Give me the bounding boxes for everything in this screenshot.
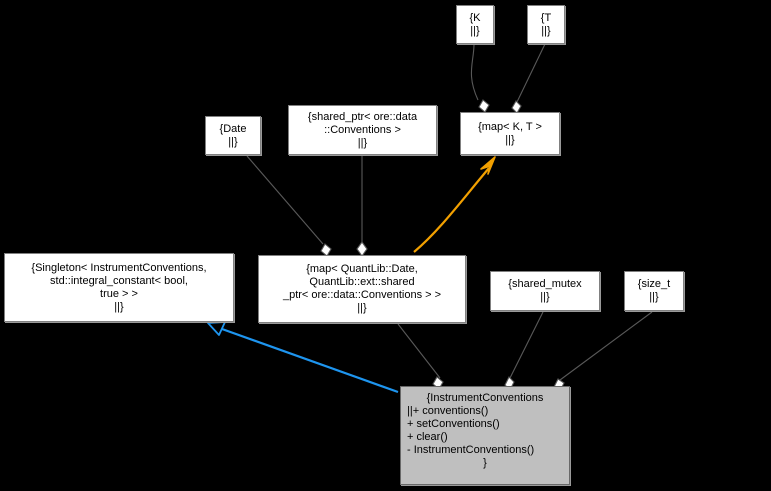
node-map-date-conventions-line-0: {map< QuantLib::Date, <box>306 263 418 275</box>
node-date[interactable]: {Date ||} <box>205 116 261 155</box>
node-instrument-conventions-line-1: ||+ conventions() <box>407 405 489 417</box>
node-date-line-0: {Date <box>219 122 247 135</box>
node-singleton[interactable]: {Singleton< InstrumentConventions, std::… <box>4 253 234 322</box>
node-k-param-line-1: ||} <box>470 24 480 37</box>
edge-k-to-map <box>470 43 479 101</box>
node-k-param-line-0: {K <box>469 11 481 24</box>
inheritance-arrowhead <box>207 321 226 336</box>
node-instrument-conventions-line-5: } <box>483 457 487 469</box>
edge-date-to-map-date <box>246 155 324 245</box>
node-instrument-conventions[interactable]: {InstrumentConventions ||+ conventions()… <box>400 386 570 485</box>
aggregation-diamond-sharedptr <box>356 241 368 257</box>
node-t-param[interactable]: {T ||} <box>527 5 565 44</box>
node-singleton-line-0: {Singleton< InstrumentConventions, <box>31 261 207 274</box>
template-arrowhead <box>480 156 496 175</box>
node-instrument-conventions-line-3: + clear() <box>407 431 448 443</box>
edge-size-t-to-focus <box>559 311 653 381</box>
node-shared-ptr-conventions-line-2: ||} <box>357 136 368 149</box>
node-singleton-line-1: std::integral_constant< bool, <box>50 274 188 287</box>
node-t-param-line-1: ||} <box>541 24 551 37</box>
node-map-k-t-line-0: {map< K, T > <box>478 120 542 133</box>
node-shared-ptr-conventions-line-1: ::Conventions > <box>324 123 401 136</box>
edge-inheritance-to-singleton <box>221 327 399 394</box>
node-shared-mutex-line-1: ||} <box>540 291 550 303</box>
node-k-param[interactable]: {K ||} <box>456 5 494 44</box>
node-map-date-conventions-line-1: QuantLib::ext::shared <box>309 276 415 288</box>
node-instrument-conventions-line-4: - InstrumentConventions() <box>407 444 535 456</box>
node-date-line-1: ||} <box>228 135 238 148</box>
node-map-date-conventions-line-2: _ptr< ore::data::Conventions > > <box>282 289 442 301</box>
node-map-date-conventions-line-3: ||} <box>357 302 367 314</box>
node-shared-ptr-conventions-line-0: {shared_ptr< ore::data <box>307 110 418 123</box>
node-map-k-t-line-1: ||} <box>505 133 515 146</box>
aggregation-diamond-k <box>478 99 490 113</box>
node-singleton-line-3: ||} <box>114 300 124 313</box>
node-shared-mutex[interactable]: {shared_mutex ||} <box>490 271 600 311</box>
node-map-k-t[interactable]: {map< K, T > ||} <box>460 112 560 155</box>
node-instrument-conventions-line-2: + setConventions() <box>407 418 500 430</box>
edge-template-instantiation <box>413 167 490 253</box>
node-singleton-line-2: true > > <box>100 287 138 300</box>
node-size-t[interactable]: {size_t ||} <box>624 271 684 311</box>
node-t-param-line-0: {T <box>540 11 552 24</box>
node-shared-mutex-line-0: {shared_mutex <box>508 278 582 290</box>
edge-map-date-to-focus <box>397 323 441 379</box>
node-size-t-line-0: {size_t <box>637 278 671 290</box>
edge-t-to-map <box>516 43 546 103</box>
node-map-date-conventions[interactable]: {map< QuantLib::Date, QuantLib::ext::sha… <box>258 255 466 323</box>
node-size-t-line-1: ||} <box>649 291 659 303</box>
edge-shared-mutex-to-focus <box>509 311 544 379</box>
node-instrument-conventions-line-0: {InstrumentConventions <box>426 392 544 404</box>
node-shared-ptr-conventions[interactable]: {shared_ptr< ore::data ::Conventions > |… <box>288 105 437 155</box>
